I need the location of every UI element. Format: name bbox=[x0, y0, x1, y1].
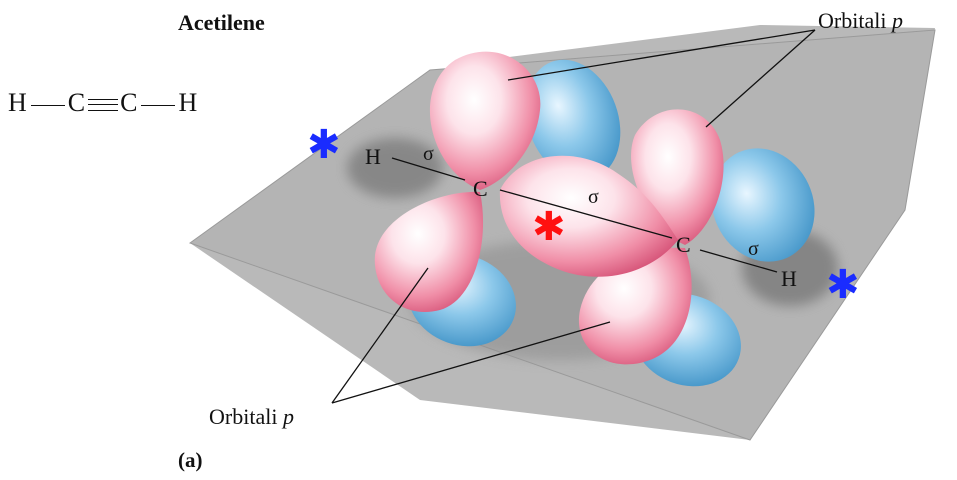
leader-line-bottom-1 bbox=[331, 267, 429, 404]
leader-line-top-2 bbox=[705, 29, 816, 128]
atom-label-c-right: C bbox=[676, 232, 691, 257]
pi-bond-lobe bbox=[499, 155, 678, 277]
p-orbital-lobe-blue bbox=[525, 59, 621, 181]
orbital-word: Orbitali bbox=[209, 404, 278, 429]
red-star-marker-center: ✱ bbox=[532, 204, 566, 250]
p-orbital-lobe-blue bbox=[711, 148, 815, 262]
molecule-title: Acetilene bbox=[178, 10, 265, 35]
sigma-label-left: σ bbox=[423, 143, 434, 165]
sigma-bond-c-c bbox=[499, 189, 673, 239]
p-orbital-lobe-pink bbox=[429, 51, 541, 191]
atom-label-h-left: H bbox=[365, 144, 381, 169]
atom-label-c-left: C bbox=[473, 176, 488, 201]
p-orbital-label-bottom: Orbitali p bbox=[209, 404, 294, 430]
sigma-label-center: σ bbox=[588, 186, 599, 208]
blue-star-marker-left: ✱ bbox=[307, 122, 341, 168]
blue-star-marker-right: ✱ bbox=[826, 262, 860, 308]
formula-h-right: H bbox=[178, 88, 199, 117]
orbital-word: Orbitali bbox=[818, 8, 887, 33]
p-orbital-lobe-pink bbox=[578, 247, 692, 365]
atom-label-h-right: H bbox=[781, 266, 797, 291]
formula-c-left: C bbox=[67, 88, 87, 117]
formula-c-right: C bbox=[120, 88, 139, 117]
triple-bond bbox=[88, 99, 119, 112]
single-bond-right bbox=[141, 104, 176, 106]
figure-caption: (a) bbox=[178, 448, 203, 472]
sigma-bond-c-h-right bbox=[699, 249, 778, 273]
leader-line-bottom-2 bbox=[331, 321, 611, 404]
p-orbital-label-top: Orbitali p bbox=[818, 8, 903, 34]
sigma-label-right: σ bbox=[748, 238, 759, 260]
leader-line-top-1 bbox=[507, 29, 816, 81]
orbital-symbol: p bbox=[282, 404, 294, 429]
h-left-shadow bbox=[347, 138, 443, 198]
orbital-symbol: p bbox=[891, 8, 903, 33]
sigma-bond-h-c-left bbox=[391, 157, 466, 181]
formula-h-left: H bbox=[8, 88, 28, 117]
single-bond-left bbox=[30, 104, 65, 106]
p-orbital-lobe-pink bbox=[374, 191, 484, 312]
